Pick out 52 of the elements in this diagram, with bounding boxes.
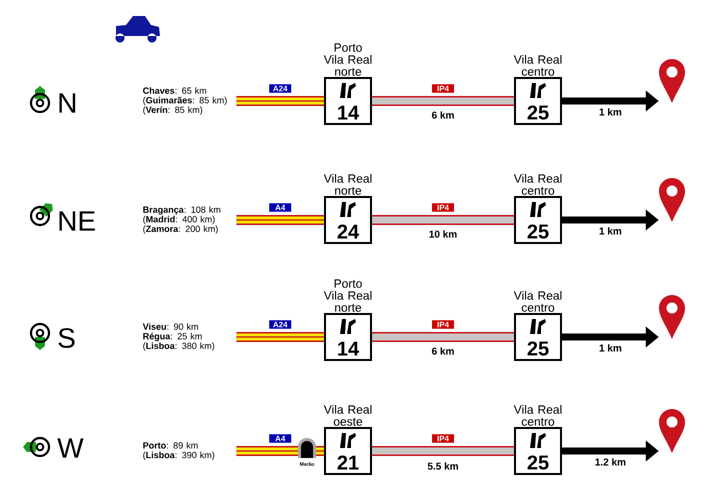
node-label: Porto Vila Real norte [324, 279, 372, 312]
edge-label: 1 km [600, 227, 622, 234]
node-label: Porto Vila Real norte [324, 43, 372, 76]
node-label: Vila Real norte [324, 174, 372, 195]
direction-letter: N [60, 93, 76, 113]
distance-label: 10 km [429, 230, 457, 238]
exit-sign: 25 Vila Real centro [514, 405, 562, 475]
distance-label: 6 km [432, 347, 454, 355]
node-label: Vila Real centro [514, 174, 562, 195]
road [236, 332, 324, 342]
edge-label: 1 km [600, 344, 622, 352]
exit-sign: 14 Porto Vila Real norte [324, 279, 372, 361]
road [236, 96, 324, 106]
road-badge: IP4 [432, 320, 454, 329]
location-pin [659, 409, 685, 453]
exit-sign: 25 Vila Real centro [514, 291, 562, 361]
road [236, 215, 324, 225]
node-label: Vila Real oeste [324, 404, 372, 426]
node-label: Vila Real centro [514, 290, 562, 312]
node-label: Vila Real centro [514, 404, 562, 426]
location-pin [659, 295, 685, 339]
direction-letter: S [58, 328, 75, 348]
edge-label: 1 km [600, 108, 622, 116]
road [372, 446, 514, 456]
location-pin [659, 178, 685, 222]
location-pin [659, 59, 685, 103]
road-badge: A4 [269, 434, 292, 443]
road [372, 332, 514, 342]
road-badge: IP4 [432, 203, 454, 212]
road-badge: A24 [269, 320, 292, 329]
origin-text: Chaves: 65 km (Guimarães: 85 km) (Verín: 85 km) [143, 87, 227, 115]
distance-label: 6 km [432, 111, 454, 119]
exit-sign: 14 Porto Vila Real norte [324, 43, 372, 125]
road [236, 446, 324, 456]
exit-sign: 24 Vila Real norte [324, 174, 372, 244]
road-badge: IP4 [432, 434, 454, 443]
origin-text: Porto: 89 km (Lisboa: 390 km) [143, 442, 214, 460]
edge-label: 1.2 km [595, 458, 626, 466]
road [372, 96, 514, 106]
exit-sign: 25 Vila Real centro [514, 174, 562, 244]
distance-label: 5.5 km [428, 462, 458, 470]
road-badge: IP4 [432, 84, 454, 93]
road-badge: A4 [269, 203, 292, 212]
origin-text: Viseu: 90 km Régua: 25 km (Lisboa: 380 km) [142, 323, 214, 351]
exit-sign: 21 Vila Real oeste [324, 405, 372, 475]
origin-text: Bragança: 108 km (Madrid: 400 km) (Zamora: 200 km) [143, 206, 220, 234]
node-label: Vila Real centro [514, 54, 562, 76]
road-badge: A24 [269, 84, 292, 93]
road [372, 215, 514, 225]
exit-sign: 25 Vila Real centro [514, 55, 562, 125]
direction-letter: W [57, 438, 84, 458]
direction-letter: NE [60, 211, 95, 231]
